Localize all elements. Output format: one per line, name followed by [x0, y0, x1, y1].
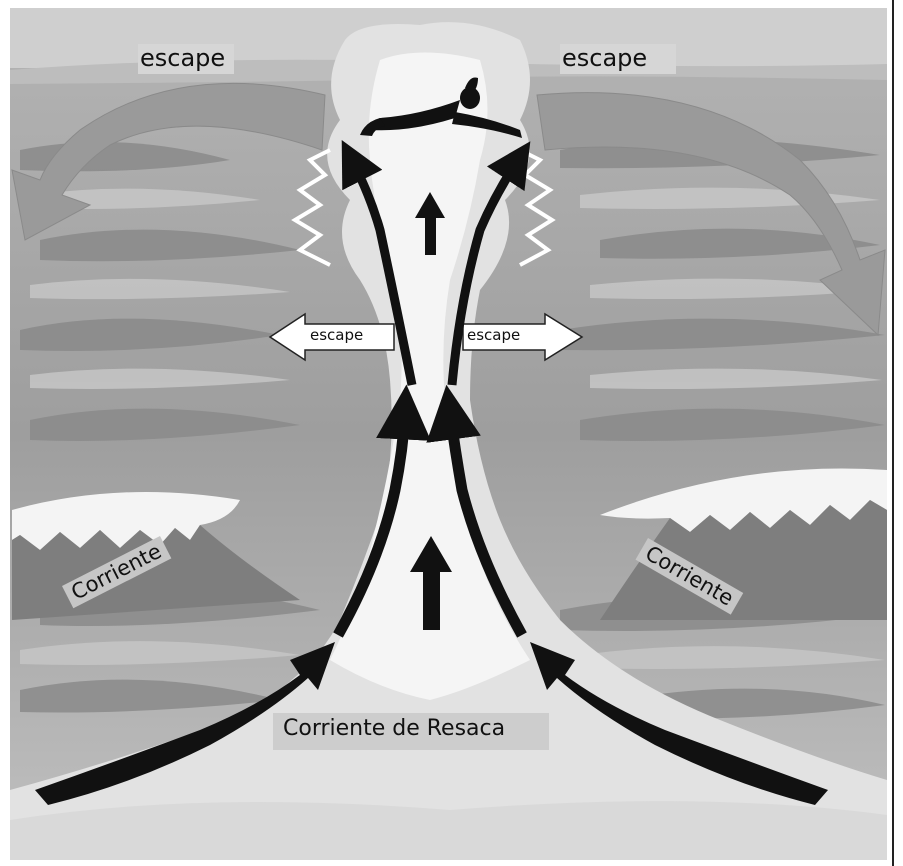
escape-label-mid-right: escape [467, 328, 520, 343]
escape-label-top-right: escape [562, 46, 647, 70]
escape-label-mid-left: escape [310, 328, 363, 343]
escape-label-top-left: escape [140, 46, 225, 70]
rip-current-label: Corriente de Resaca [273, 713, 515, 745]
shore-foam [10, 801, 887, 860]
